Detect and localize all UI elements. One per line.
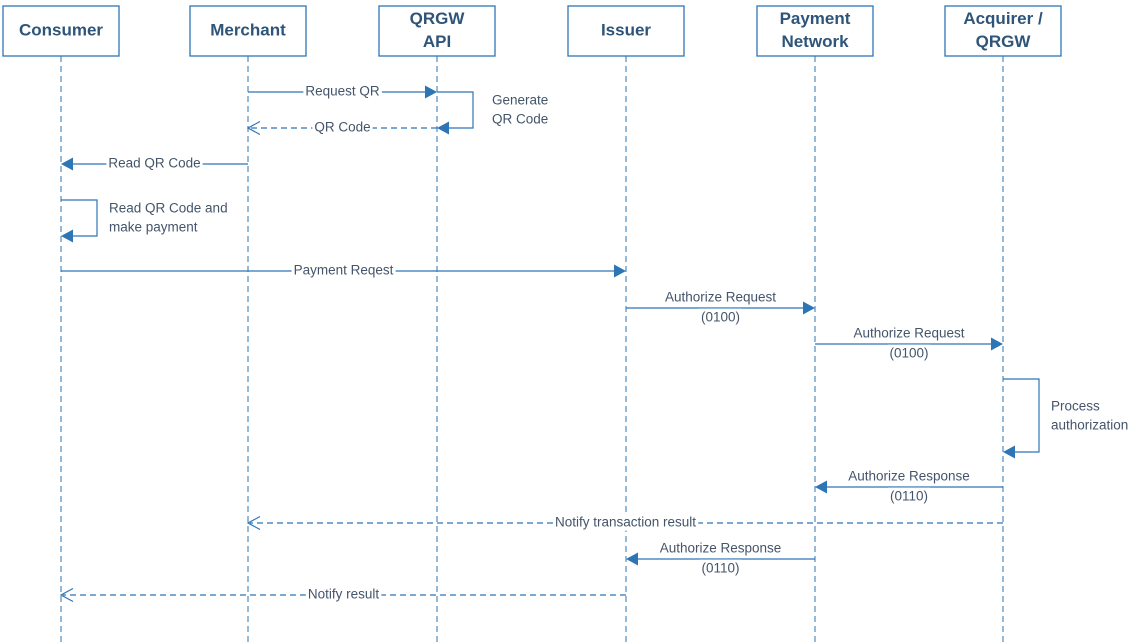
message-notify_result: Notify result (59, 585, 626, 603)
arrowhead (61, 157, 73, 171)
self-call-line (437, 91, 474, 129)
message-label-line: Request QR (305, 84, 380, 99)
participant-box (567, 5, 685, 57)
message-label: Authorize Request (0100) (851, 324, 967, 362)
message-label-bg (887, 487, 931, 505)
participant-label: Payment (780, 9, 851, 28)
participant-label: Acquirer / (963, 9, 1043, 28)
participant-issuer: Issuer (567, 5, 685, 57)
arrowhead (991, 337, 1003, 351)
message-read_qr_code: Read QR Code (61, 154, 248, 172)
message-label-line: (0110) (701, 561, 739, 576)
arrowhead (815, 480, 827, 494)
participant-label: API (423, 32, 451, 51)
self-call-label: QR Code (492, 112, 548, 127)
arrowhead (59, 587, 74, 603)
message-label: Authorize Response (0110) (846, 467, 972, 505)
message-label-bg (662, 288, 779, 306)
message-label-bg (851, 324, 967, 342)
self-call-generate_qr_code: Generate QR Code (437, 91, 548, 135)
self-call-label: Process (1051, 399, 1100, 414)
message-label-line: Notify transaction result (555, 515, 696, 530)
message-label: Notify result (305, 585, 382, 603)
participant-label: Issuer (601, 20, 651, 39)
message-label-line: (0100) (701, 310, 740, 325)
lifelines (60, 56, 1004, 643)
participant-label: Network (781, 32, 849, 51)
message-label-line: QR Code (314, 120, 370, 135)
arrowhead (425, 85, 437, 99)
arrowhead (803, 301, 815, 315)
participant-label: QRGW (410, 9, 466, 28)
self-call-label: Generate (492, 93, 548, 108)
arrowhead (246, 120, 261, 136)
message-label: Request QR (303, 82, 382, 100)
message-label-line: Authorize Response (848, 469, 970, 484)
message-label-line: Authorize Request (853, 326, 964, 341)
participant-box (2, 5, 120, 57)
participant-box (189, 5, 307, 57)
message-label-line: Read QR Code (108, 156, 200, 171)
arrowhead (246, 515, 261, 531)
message-label-bg (305, 585, 382, 603)
message-label: Authorize Request (0100) (662, 288, 779, 326)
arrowhead (61, 229, 73, 243)
message-label-line: (0110) (890, 489, 928, 504)
participant-box (944, 5, 1062, 57)
message-label: Payment Reqest (291, 261, 396, 279)
self-call-label: make payment (109, 220, 198, 235)
message-authorize_response_1: Authorize Response (0110) (815, 467, 1003, 505)
message-label-line: Payment Reqest (294, 263, 394, 278)
self-call-label: Read QR Code and (109, 201, 228, 216)
message-authorize_response_2: Authorize Response (0110) (626, 539, 815, 577)
message-notify_transaction_result: Notify transaction result (246, 513, 1003, 531)
participant-box (756, 5, 874, 57)
message-authorize_request_2: Authorize Request (0100) (815, 324, 1003, 362)
message-label-bg (312, 118, 373, 136)
message-label-bg (846, 467, 972, 485)
participant-label: Merchant (210, 20, 286, 39)
message-qr_code: QR Code (246, 118, 437, 136)
self-call-read_and_pay: Read QR Code and make payment (61, 199, 228, 243)
message-label-line: Notify result (308, 587, 380, 602)
message-label-bg (291, 261, 396, 279)
message-label-bg (552, 513, 699, 531)
arrowhead (626, 552, 638, 566)
participant-label: QRGW (976, 32, 1032, 51)
message-label-bg (303, 82, 382, 100)
participant-merchant: Merchant (189, 5, 307, 57)
message-label-bg (698, 308, 743, 326)
participant-acquirer_qrgw: Acquirer / QRGW (944, 5, 1062, 57)
participant-consumer: Consumer (2, 5, 120, 57)
message-label-line: Authorize Request (665, 290, 776, 305)
message-authorize_request_1: Authorize Request (0100) (626, 288, 815, 326)
message-label-bg (106, 154, 203, 172)
message-request_qr: Request QR (248, 82, 437, 100)
self-call-line (61, 199, 98, 237)
message-payment_request: Payment Reqest (61, 261, 626, 279)
arrowhead (1003, 445, 1015, 459)
message-label: Read QR Code (106, 154, 203, 172)
arrowhead (437, 121, 449, 135)
message-label-bg (887, 344, 931, 362)
message-label: Authorize Response (0110) (657, 539, 784, 577)
self-call-label: authorization (1051, 418, 1128, 433)
message-label: QR Code (312, 118, 373, 136)
participant-qrgw_api: QRGW API (378, 5, 496, 57)
message-label-line: (0100) (889, 346, 928, 361)
participant-label: Consumer (19, 20, 103, 39)
message-label-line: Authorize Response (660, 541, 782, 556)
self-call-process_authorization: Process authorization (1003, 378, 1128, 459)
participant-box (378, 5, 496, 57)
self-call-line (1003, 378, 1040, 453)
message-label-bg (657, 539, 784, 557)
message-label-bg (699, 559, 742, 577)
message-label: Notify transaction result (552, 513, 699, 531)
arrowhead (614, 264, 626, 278)
